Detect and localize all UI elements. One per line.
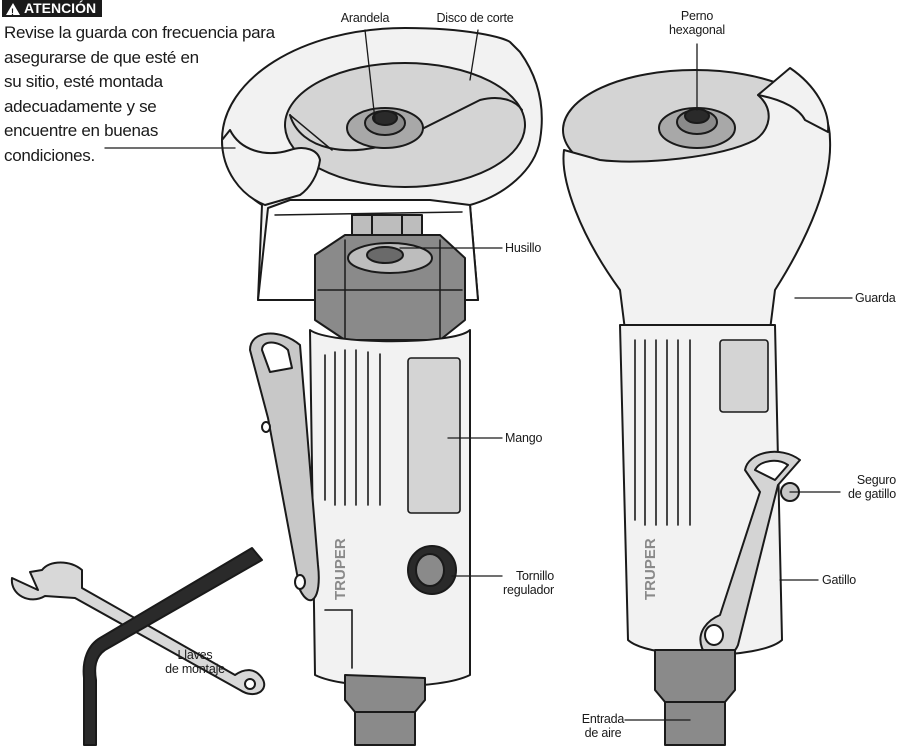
warning-line-6: condiciones. <box>4 145 95 165</box>
label-mounting-wrenches: Llaves de montaje <box>165 648 225 676</box>
warning-line-5: encuentre en buenas <box>4 121 159 140</box>
left-cutoff-tool: TRUPER <box>221 27 543 746</box>
left-air-inlet <box>344 674 426 746</box>
label-trigger-lock: Seguro de gatillo <box>847 473 896 501</box>
right-brand-logo: TRUPER <box>642 538 659 600</box>
left-brand-logo: TRUPER <box>332 538 349 600</box>
right-cutoff-tool: TRUPER <box>562 67 832 746</box>
label-handle: Mango <box>505 431 543 445</box>
label-hex-bolt: Perno hexagonal <box>669 9 725 37</box>
hex-key <box>82 547 263 746</box>
label-air-inlet: Entrada de aire <box>581 712 625 740</box>
label-spindle: Husillo <box>505 241 542 255</box>
warning-line-2: asegurarse de que esté en <box>4 47 199 67</box>
warning-text: Revise la guarda con frecuencia para ase… <box>4 21 284 168</box>
warning-title: ATENCIÓN <box>24 0 97 16</box>
right-air-inlet <box>654 649 736 746</box>
label-trigger: Gatillo <box>822 573 857 587</box>
mounting-wrenches <box>10 547 266 746</box>
callout-leaders <box>104 29 853 721</box>
label-regulator-screw: Tornillo regulador <box>502 569 554 597</box>
label-guard: Guarda <box>855 291 896 305</box>
warning-line-4: adecuadamente y se <box>4 96 157 116</box>
warning-line-3: su sitio, esté montada <box>4 72 163 91</box>
warning-badge: ATENCIÓN <box>2 0 103 21</box>
warning-line-1: Revise la guarda con frecuencia para <box>4 23 275 42</box>
label-cutting-disc: Disco de corte <box>436 11 514 25</box>
right-hex-bolt <box>684 108 710 124</box>
label-washer: Arandela <box>340 11 390 25</box>
warning-triangle-icon <box>6 2 20 21</box>
left-trigger <box>249 332 320 602</box>
